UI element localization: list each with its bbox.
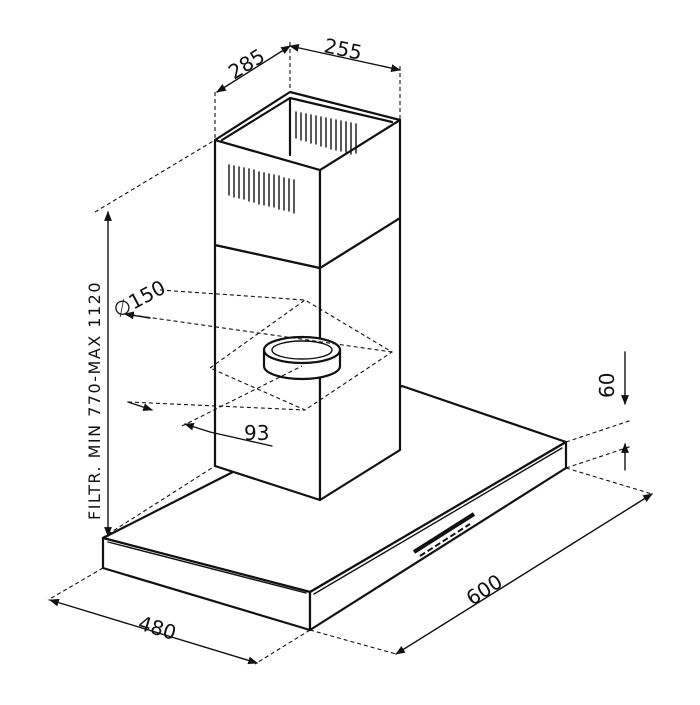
chimney-top xyxy=(213,90,402,172)
dim-line-93-underline xyxy=(209,431,273,447)
duct-collar-inner xyxy=(271,340,333,360)
label-canopy-depth: 480 xyxy=(136,611,180,645)
dimension-lines xyxy=(49,44,653,665)
dim-line-600 xyxy=(395,493,653,655)
duct-collar xyxy=(262,335,342,381)
vent-slots-back xyxy=(295,111,357,155)
dim-line-255 xyxy=(289,44,401,72)
dim-line-150-leader xyxy=(124,311,151,320)
label-height-range: FILTR. MIN 770-MAX 1120 xyxy=(85,281,104,520)
dim-line-480 xyxy=(49,598,258,665)
label-canopy-thickness: 60 xyxy=(595,373,619,398)
dim-line-93-right xyxy=(184,422,211,433)
vent-slots-front xyxy=(228,164,295,214)
dim-line-285 xyxy=(216,45,291,93)
dim-line-93-left xyxy=(127,401,153,411)
canopy-front-edge-bevel xyxy=(107,541,307,594)
label-duct-diameter: ∅150 xyxy=(109,275,169,322)
construction-lines xyxy=(47,42,653,665)
label-duct-offset: 93 xyxy=(244,421,269,445)
label-chimney-depth: 285 xyxy=(224,44,269,85)
label-canopy-width: 600 xyxy=(462,569,507,610)
label-chimney-width: 255 xyxy=(322,33,364,64)
